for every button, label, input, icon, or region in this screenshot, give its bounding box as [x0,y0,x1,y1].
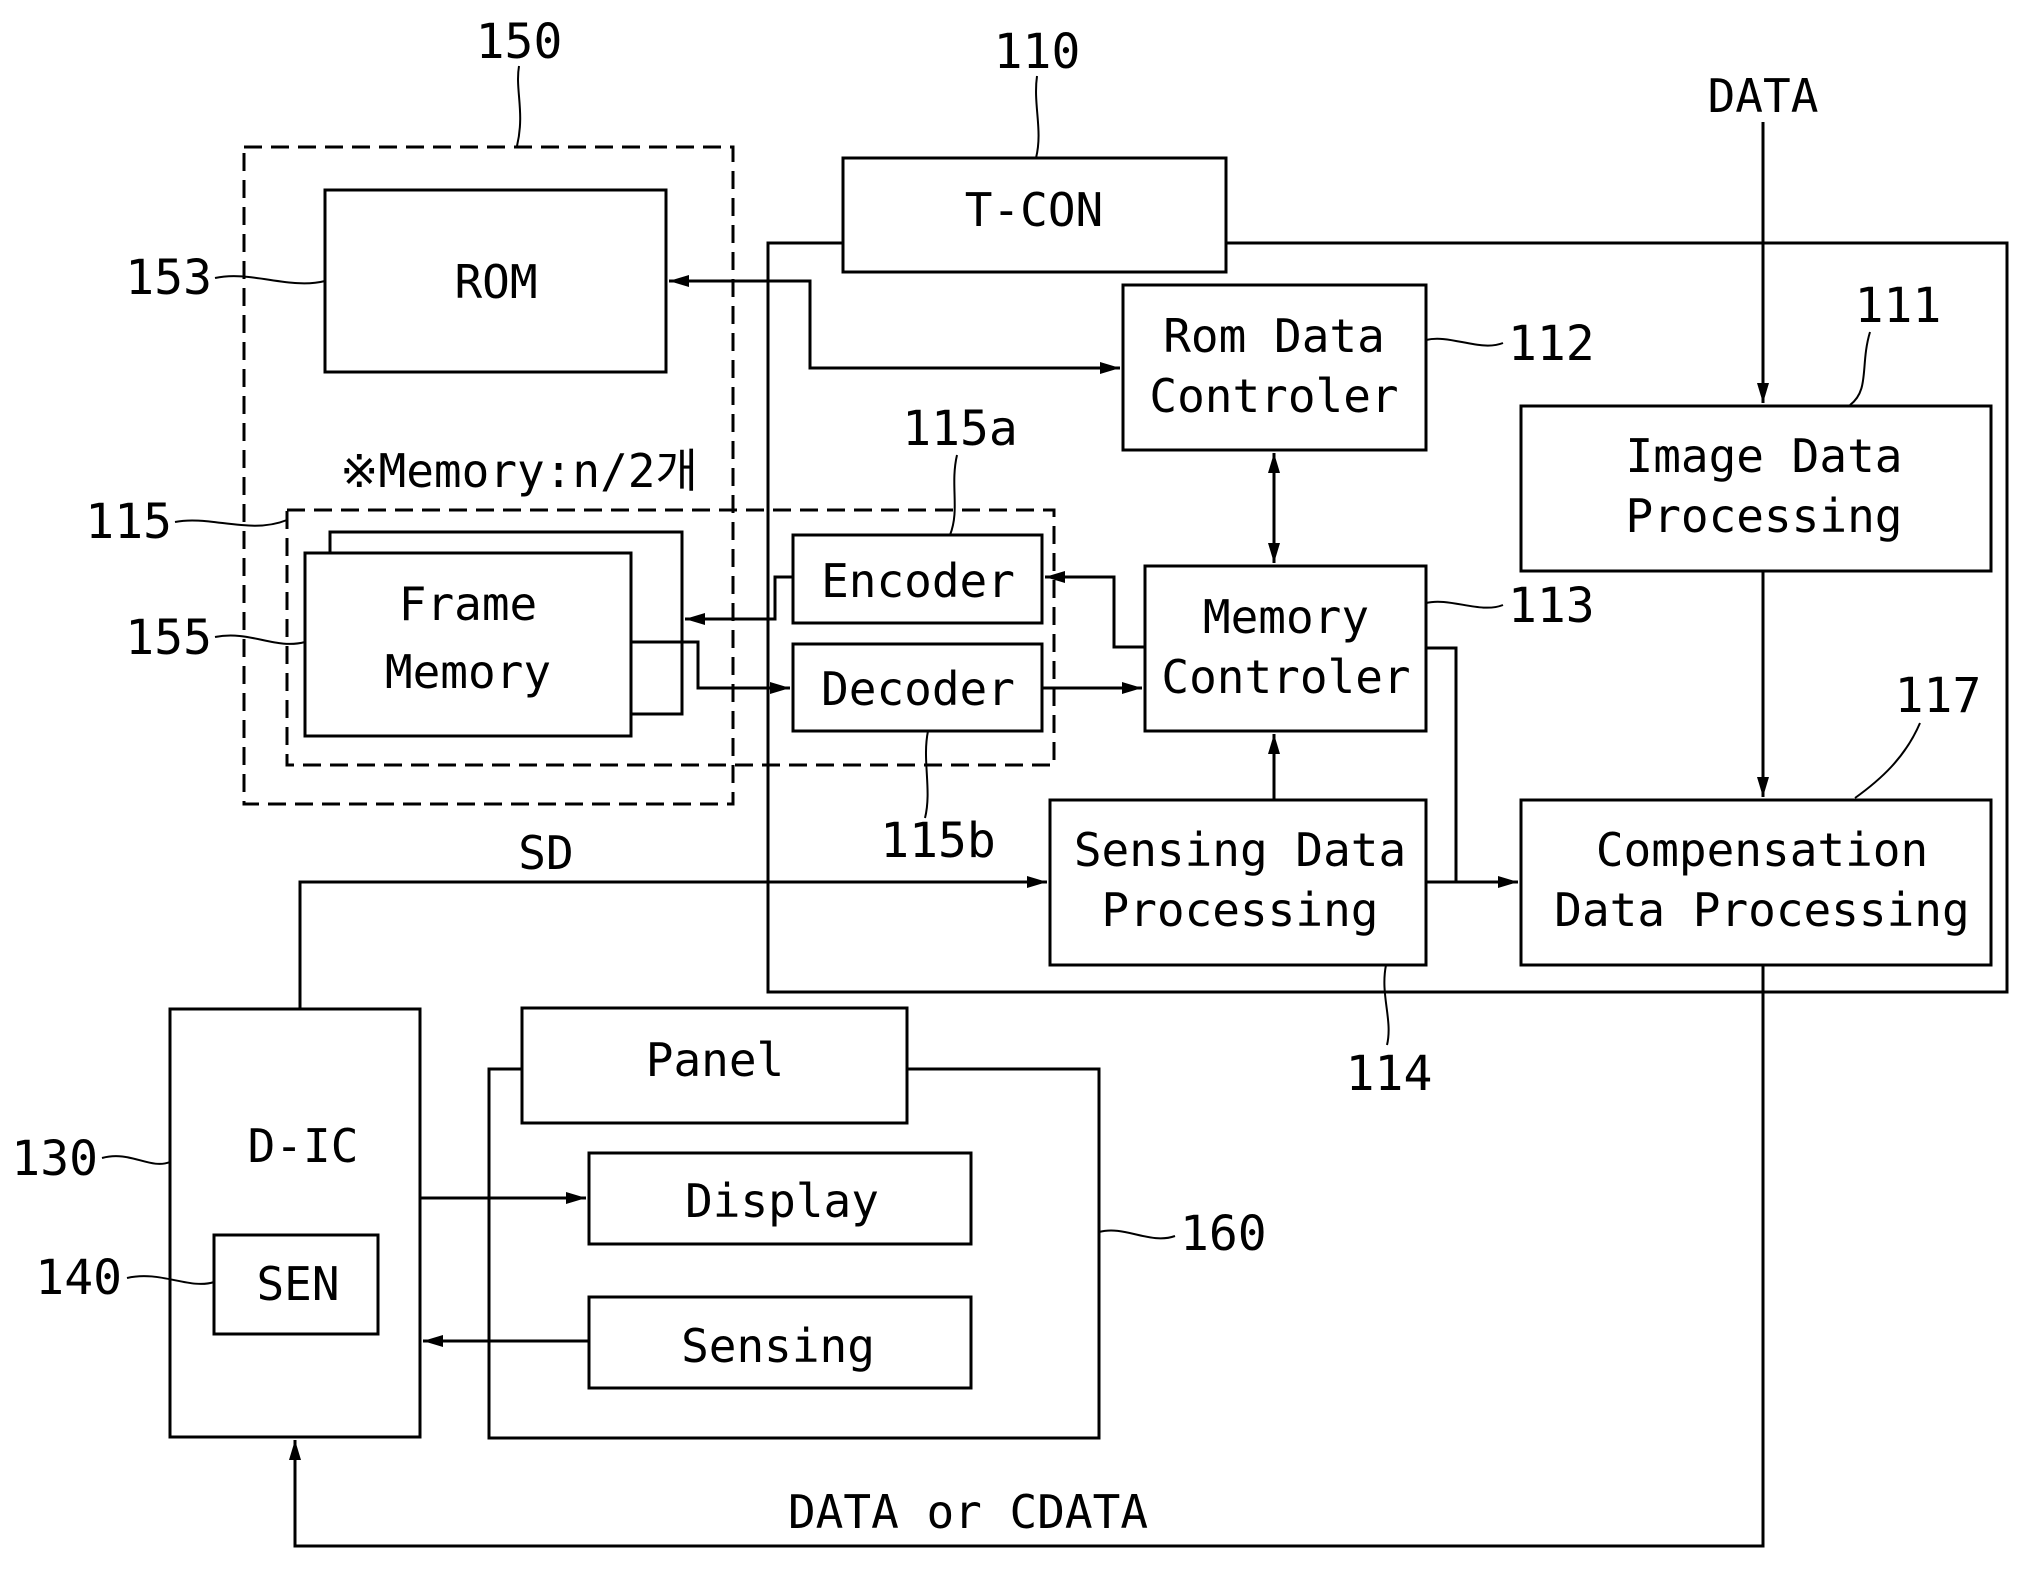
dic-block [170,1009,420,1437]
sen-label: SEN [256,1257,339,1311]
ref-155: 155 [125,610,212,666]
ref-113: 113 [1508,578,1595,634]
sensing-label: Sensing [681,1319,875,1373]
leader-112 [1426,339,1503,346]
leader-110 [1036,76,1039,158]
ref-112: 112 [1508,316,1595,372]
memory-note: ※Memory:n/2개 [340,444,698,498]
leader-130 [102,1156,170,1164]
ref-160: 160 [1180,1206,1267,1262]
memory-controller-to-encoder-arrow [1045,577,1145,647]
memory-controller-label-line2: Controler [1161,650,1410,704]
ref-115b: 115b [880,813,996,869]
leader-150 [517,66,520,146]
ref-130: 130 [11,1131,98,1187]
sd-signal-arrow [300,882,1047,1009]
decoder-label: Decoder [821,662,1015,716]
compensation-data-processing-label-line1: Compensation [1596,823,1928,877]
data-input-label: DATA [1708,69,1819,123]
ref-117: 117 [1895,668,1982,724]
frame-memory-label-line1: Frame [399,577,537,631]
leader-114 [1384,965,1388,1045]
leader-113 [1426,602,1503,608]
output-data-to-dic-arrow [295,965,1763,1546]
ref-114: 114 [1346,1046,1433,1102]
ref-140: 140 [35,1250,122,1306]
leader-117 [1855,723,1920,798]
ref-115: 115 [85,494,172,550]
leader-115 [175,520,287,526]
compensation-data-processing-label-line2: Data Processing [1554,883,1969,937]
leader-115b [925,731,928,818]
display-label: Display [685,1174,879,1228]
rom-data-controller-label-line1: Rom Data [1163,309,1385,363]
leader-155 [215,635,305,643]
memory-controller-label-line1: Memory [1203,590,1369,644]
frame-memory-label-line2: Memory [385,645,551,699]
panel-label: Panel [646,1033,784,1087]
rom-label: ROM [454,255,537,309]
rom-data-controller-label-line2: Controler [1149,369,1398,423]
leader-115a [950,455,957,535]
sensing-data-processing-label-line1: Sensing Data [1074,823,1406,877]
ref-111: 111 [1855,278,1942,334]
sensing-data-processing-label-line2: Processing [1102,883,1379,937]
rom-rom-controller-link [669,281,1120,368]
leader-160 [1099,1230,1175,1238]
ref-150: 150 [476,14,563,70]
ref-153: 153 [125,250,212,306]
memory-controller-to-compensation-line [1426,648,1456,882]
data-or-cdata-label: DATA or CDATA [788,1485,1148,1539]
image-data-processing-label-line2: Processing [1626,489,1903,543]
leader-111 [1850,332,1870,405]
leader-153 [215,276,325,283]
ref-110: 110 [994,24,1081,80]
dic-label: D-IC [248,1119,359,1173]
image-data-processing-label-line1: Image Data [1626,429,1903,483]
sd-label: SD [518,826,573,880]
tcon-label: T-CON [965,183,1103,237]
ref-115a: 115a [902,401,1018,457]
encoder-label: Encoder [821,554,1015,608]
encoder-to-frame-memory-arrow [685,577,793,619]
